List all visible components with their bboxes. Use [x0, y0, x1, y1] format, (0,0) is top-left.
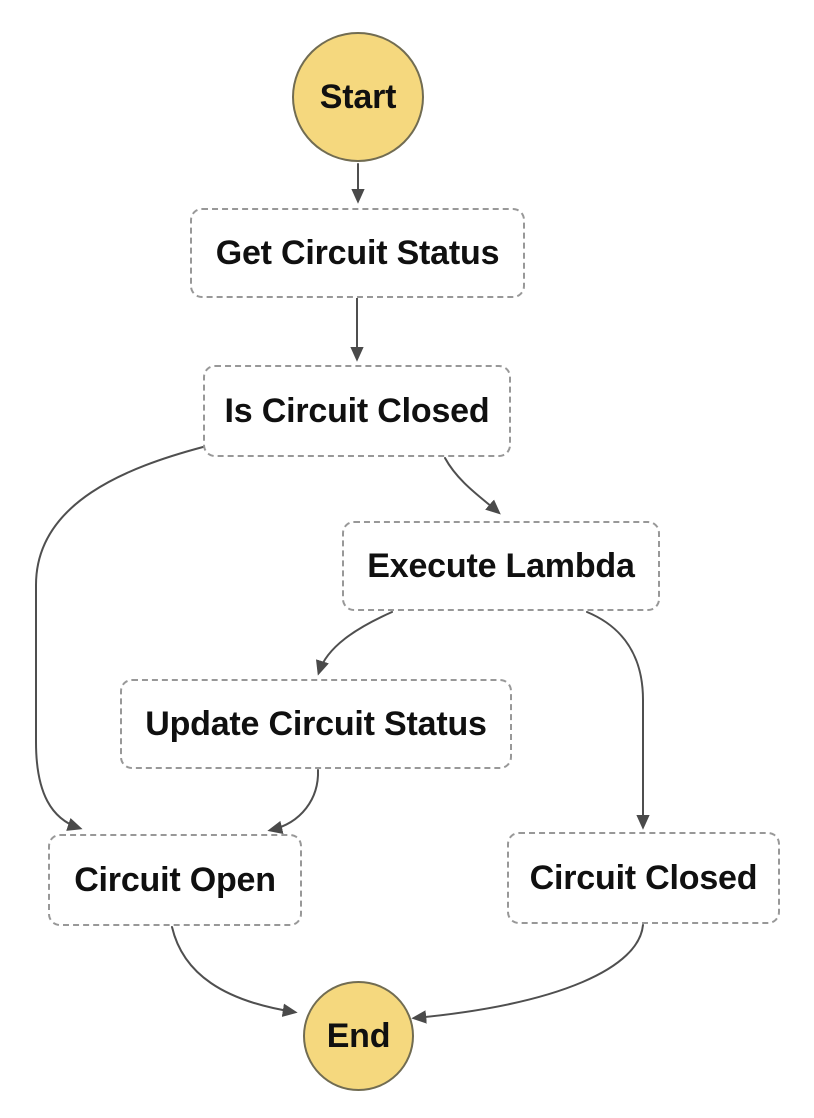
- node-get-circuit-status: Get Circuit Status: [190, 208, 525, 298]
- edge-is-circuit-closed-to-circuit-open: [35, 446, 204, 831]
- node-circuit-closed: Circuit Closed: [507, 832, 780, 924]
- edge-is-circuit-closed-to-execute-lambda: [444, 457, 501, 515]
- node-is-circuit-closed: Is Circuit Closed: [203, 365, 511, 457]
- node-execute-lambda-label: Execute Lambda: [367, 546, 635, 585]
- node-end: End: [303, 981, 414, 1091]
- node-update-circuit-status-label: Update Circuit Status: [145, 704, 487, 743]
- edge-circuit-closed-to-end: [411, 924, 644, 1024]
- edge-execute-lambda-to-circuit-closed: [586, 611, 650, 830]
- node-update-circuit-status: Update Circuit Status: [120, 679, 512, 769]
- node-start: Start: [292, 32, 424, 162]
- node-circuit-open-label: Circuit Open: [74, 860, 276, 899]
- edge-update-circuit-status-to-circuit-open: [267, 769, 320, 835]
- node-is-circuit-closed-label: Is Circuit Closed: [224, 391, 490, 430]
- edge-circuit-open-to-end: [171, 926, 298, 1017]
- node-circuit-closed-label: Circuit Closed: [529, 858, 758, 897]
- node-end-label: End: [326, 1016, 391, 1055]
- edge-execute-lambda-to-update-circuit-status: [316, 611, 393, 676]
- node-get-circuit-status-label: Get Circuit Status: [215, 233, 500, 272]
- node-circuit-open: Circuit Open: [48, 834, 302, 926]
- node-start-label: Start: [319, 77, 397, 116]
- node-execute-lambda: Execute Lambda: [342, 521, 660, 611]
